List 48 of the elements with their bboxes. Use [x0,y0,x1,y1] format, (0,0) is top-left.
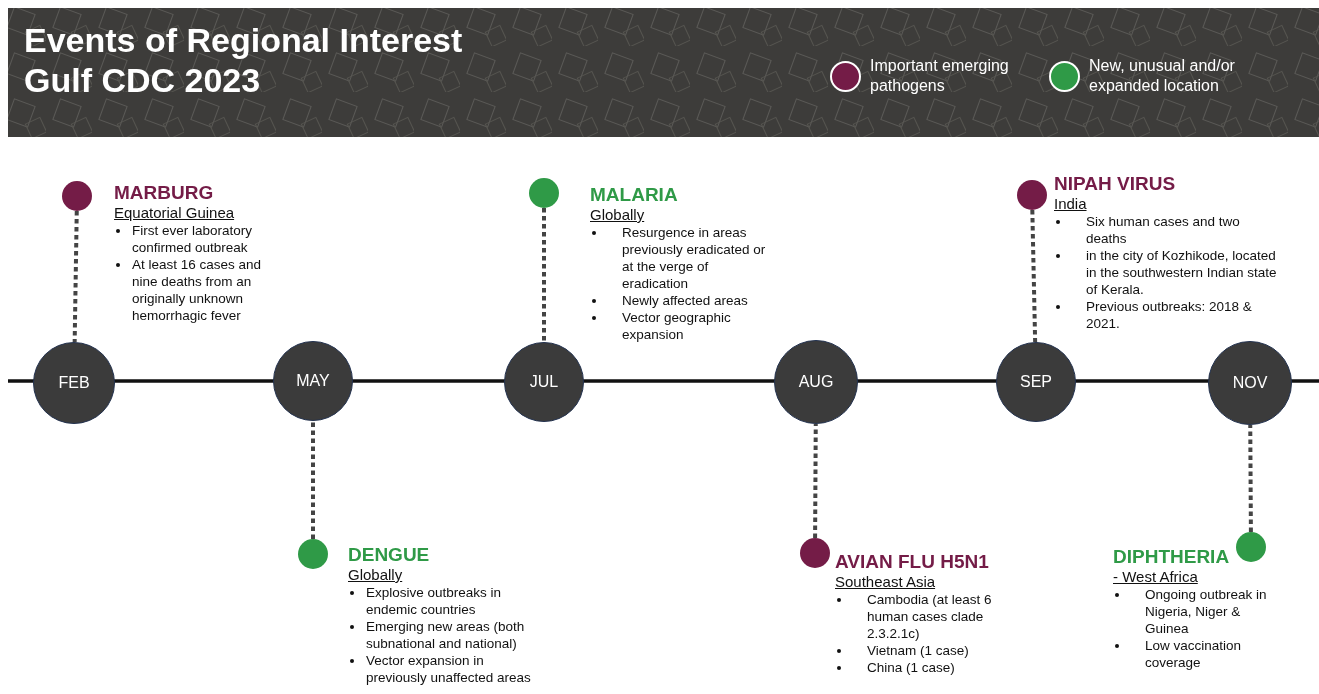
legend-label: Important emerging pathogens [870,56,1010,96]
marker-dot [800,538,830,568]
legend-label: New, unusual and/or expanded location [1089,56,1236,96]
marker-dot [1017,180,1047,210]
event-title: NIPAH VIRUS [1054,173,1176,195]
bullet-text: Vector expansion in previously unaffected areas [366,652,532,686]
dotted-connector [813,424,818,538]
event-location: - West Africa [1113,568,1198,586]
month-label: MAY [296,372,330,390]
bullet-text: China (1 case) [867,659,956,676]
month-label: SEP [1020,373,1052,391]
event-title: MALARIA [590,184,678,206]
marker-dot [62,181,92,211]
dotted-connector [311,421,315,539]
bullet-text: Ongoing outbreak in Nigeria, Niger & Guinea [1145,586,1268,637]
bullet-text: Resurgence in areas previously eradicated or at the verge of eradication [622,224,767,292]
marker-dot [1236,532,1266,562]
bullet-text: Emerging new areas (both subnational and national) [366,618,526,652]
dotted-connector [1030,209,1038,343]
bullet-text: Vector geographic expansion [622,309,732,343]
month-label: NOV [1232,374,1268,392]
month-label: JUL [529,373,559,391]
bullet-text: Previous outbreaks: 2018 & 2021. [1086,298,1253,332]
month-label: FEB [58,374,90,392]
event-title: DIPHTHERIA [1113,546,1230,568]
marker-dot [529,178,559,208]
event-location: Equatorial Guinea [114,204,235,222]
bullet-text: Explosive outbreaks in endemic countries [366,584,503,618]
dotted-connector [542,208,546,342]
event-location: Globally [590,206,645,224]
dotted-connector [72,210,79,343]
month-label: AUG [798,373,834,391]
event-title: AVIAN FLU H5N1 [835,551,989,573]
bullet-text: Newly affected areas [622,292,749,309]
event-location: Southeast Asia [835,573,936,591]
dotted-connector [1248,425,1253,532]
event-title: MARBURG [114,182,214,204]
bullet-text: At least 16 cases and nine deaths from an originally unknown hemorrhagic fever [132,256,263,324]
diagram-title: Events of Regional Interest Gulf CDC 2023 [24,20,464,100]
event-title: DENGUE [348,544,430,566]
bullet-text: Vietnam (1 case) [867,642,970,659]
bullet-text: First ever laboratory confirmed outbreak [132,222,254,256]
bullet-text: Low vaccination coverage [1145,637,1243,671]
event-location: India [1054,195,1087,213]
bullet-text: Cambodia (at least 6 human cases clade 2.3.2.1c) [867,591,993,642]
event-location: Globally [348,566,403,584]
marker-dot [298,539,328,569]
bullet-text: in the city of Kozhikode, located in the southwestern Indian state of Kerala. [1086,247,1278,298]
